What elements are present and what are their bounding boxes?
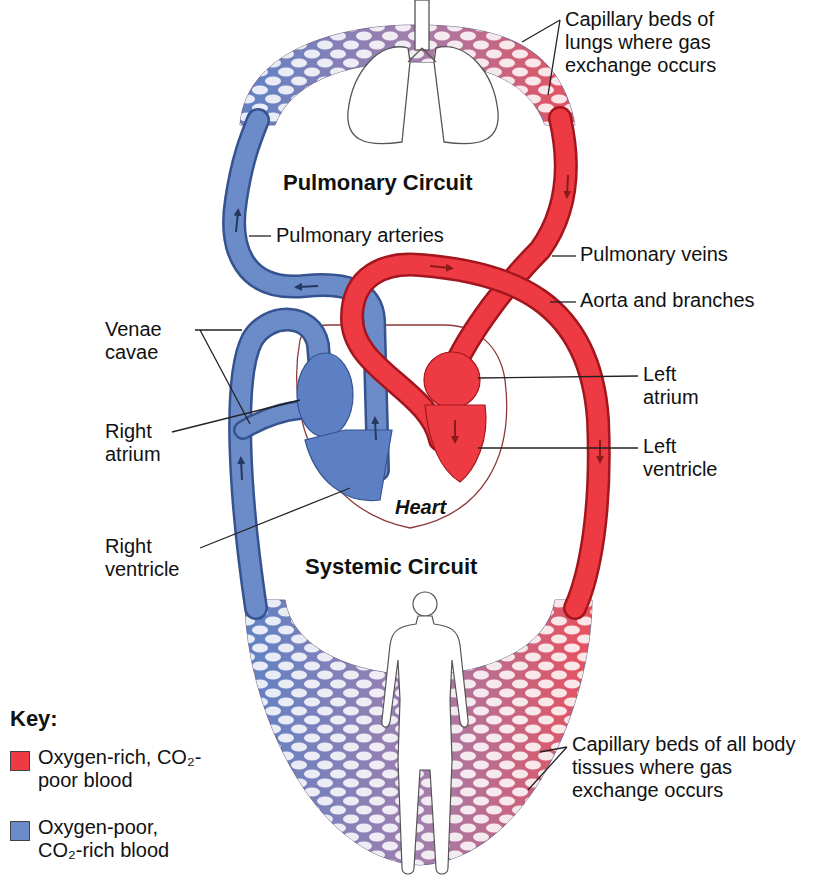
flow-arrows-part <box>236 212 238 232</box>
flow-arrows-part <box>567 175 568 195</box>
callout-label: Capillary beds of lungs where gas exchan… <box>565 8 765 77</box>
lungs-part <box>348 47 410 144</box>
lungs-part <box>408 48 436 62</box>
heart-chambers <box>297 352 486 501</box>
heart-outline <box>297 325 507 528</box>
legend-text: Oxygen-rich, CO₂-poor blood <box>38 746 208 792</box>
circuit-title: Systemic Circuit <box>305 554 477 579</box>
callout-label: Capillary beds of all body tissues where… <box>572 733 802 802</box>
callout-label: Right ventricle <box>105 535 195 581</box>
blue-vessels-part <box>243 410 300 430</box>
heart-chambers-part <box>305 430 392 501</box>
heart-chambers-part <box>297 353 353 437</box>
red-vessels-part <box>452 118 566 372</box>
blue-vessels-part <box>243 410 300 430</box>
legend-swatch <box>10 751 30 771</box>
legend-heading: Key: <box>10 706 58 731</box>
lungs-part <box>415 0 429 50</box>
human-figure-part <box>413 592 437 616</box>
callout-label: Left atrium <box>643 363 733 409</box>
legend-text: Oxygen-poor, CO₂-rich blood <box>38 816 208 862</box>
flow-arrows-part <box>375 420 376 440</box>
heart-chambers-part <box>425 405 486 482</box>
leader-lines-part <box>200 488 350 548</box>
flow-arrows-part <box>599 440 601 460</box>
leader-lines-part <box>249 235 271 236</box>
heart-chambers-part <box>424 352 480 408</box>
leader-lines-part <box>478 376 638 378</box>
circuit-title: Pulmonary Circuit <box>283 170 472 195</box>
legend-swatch <box>10 821 30 841</box>
flow-arrows-part <box>430 266 450 268</box>
leader-lines <box>172 20 638 790</box>
leader-lines-part <box>195 330 250 424</box>
flow-arrows-part <box>454 420 456 440</box>
callout-label: Venae cavae <box>105 318 195 364</box>
leader-lines-part <box>478 447 638 448</box>
callout-label: Right atrium <box>105 420 185 466</box>
callout-label: Pulmonary arteries <box>276 224 444 247</box>
flow-arrows-part <box>241 460 242 480</box>
flow-arrows-part <box>298 286 318 287</box>
callout-label: Aorta and branches <box>580 289 755 312</box>
lungs <box>348 0 498 144</box>
callout-label: Left ventricle <box>643 435 743 481</box>
red-vessels-part <box>452 118 566 372</box>
leader-lines-part <box>552 255 576 256</box>
human-figure <box>382 592 468 874</box>
lungs-part <box>434 47 498 144</box>
leader-lines-part <box>528 747 567 790</box>
leader-lines-part <box>550 301 576 302</box>
leader-lines-part <box>172 400 300 432</box>
flow-arrows <box>236 175 600 480</box>
organ-label: Heart <box>395 496 446 519</box>
callout-label: Pulmonary veins <box>580 243 728 266</box>
human-figure-part <box>382 616 468 874</box>
leader-lines-part <box>522 20 560 95</box>
